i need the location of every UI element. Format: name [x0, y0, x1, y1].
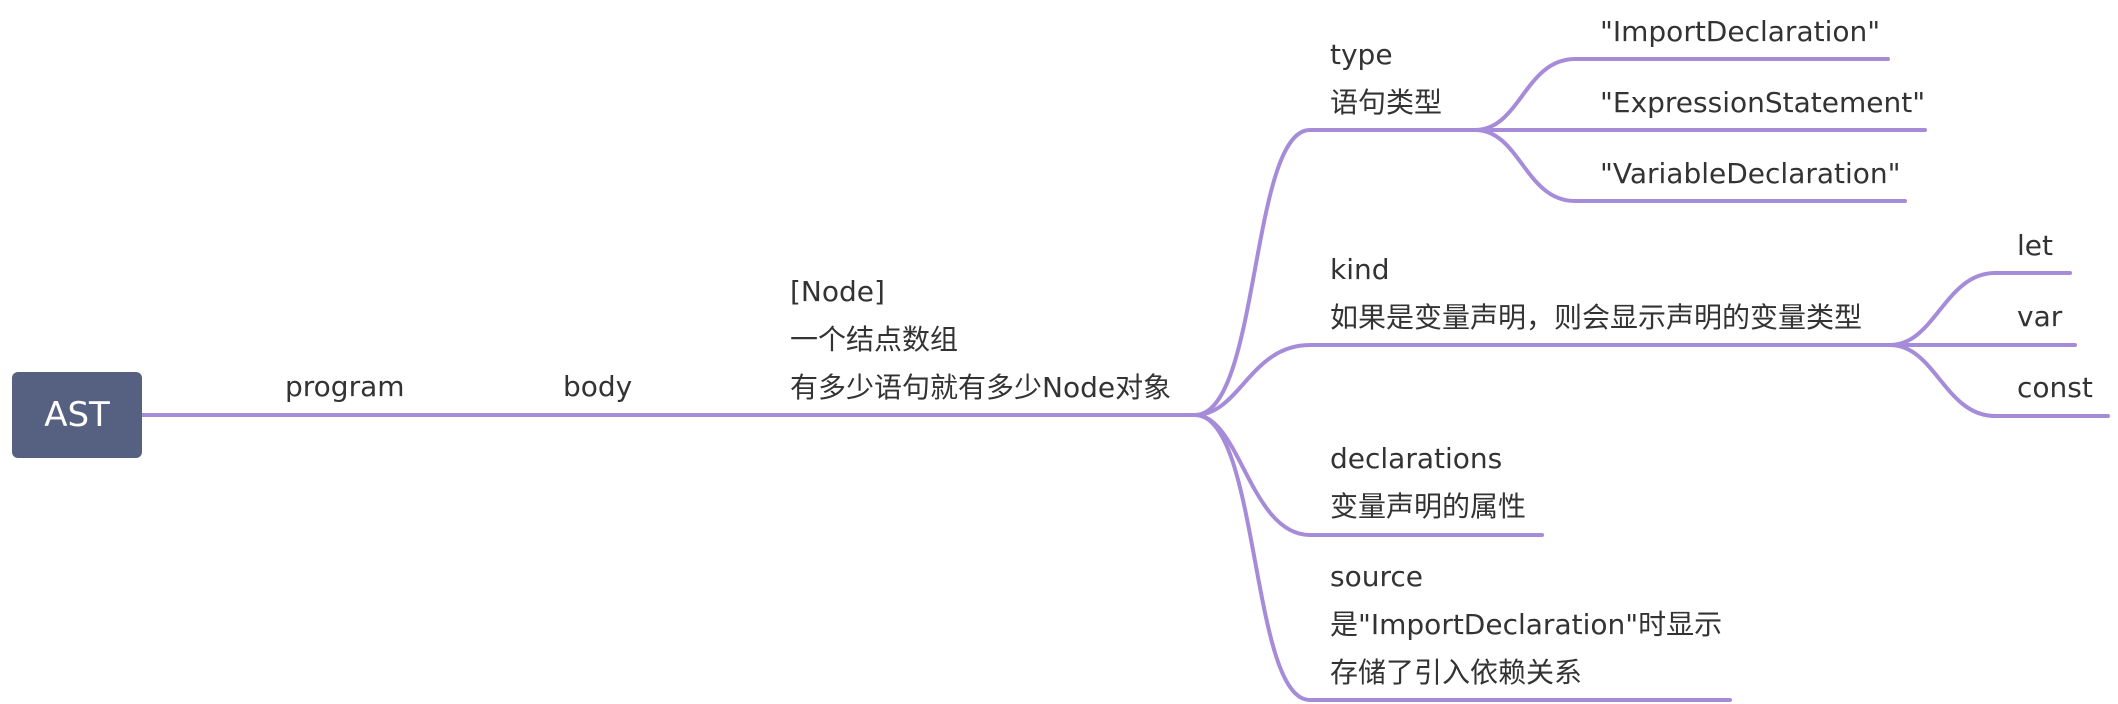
- node-program[interactable]: program: [285, 363, 405, 411]
- connector-type-variable: [1473, 128, 1907, 203]
- root-node-ast[interactable]: AST: [12, 372, 142, 458]
- node-body-label: body: [563, 370, 633, 403]
- connector-source: [1193, 413, 1732, 702]
- connector-type-import: [1473, 57, 1890, 132]
- connector-kind-const: [1888, 343, 2110, 418]
- root-node-label: AST: [44, 395, 110, 435]
- node-kind-value-label: var: [2017, 300, 2063, 333]
- node-type[interactable]: type 语句类型: [1330, 31, 1442, 127]
- node-declarations[interactable]: declarations 变量声明的属性: [1330, 435, 1526, 531]
- node-program-label: program: [285, 370, 405, 403]
- node-type-value-label: "ImportDeclaration": [1600, 15, 1881, 48]
- node-array-line-3: 有多少语句就有多少Node对象: [790, 371, 1172, 404]
- node-kind-value-label: let: [2017, 229, 2053, 262]
- node-kind[interactable]: kind 如果是变量声明，则会显示声明的变量类型: [1330, 246, 1862, 342]
- node-type-line-2: 语句类型: [1330, 86, 1443, 119]
- node-kind-value-label: const: [2017, 371, 2093, 404]
- node-source-line-3: 存储了引入依赖关系: [1330, 656, 1583, 689]
- node-source-line-2: 是"ImportDeclaration"时显示: [1330, 608, 1723, 641]
- node-node-array[interactable]: [Node] 一个结点数组 有多少语句就有多少Node对象: [790, 268, 1171, 412]
- node-type-value-variable[interactable]: "VariableDeclaration": [1600, 150, 1901, 198]
- node-declarations-line-2: 变量声明的属性: [1330, 490, 1527, 523]
- connector-kind: [1193, 343, 1892, 417]
- connector-kind-let: [1888, 271, 2072, 347]
- node-kind-value-const[interactable]: const: [2017, 364, 2093, 412]
- connector-type: [1193, 128, 1477, 417]
- node-array-line-2: 一个结点数组: [790, 323, 959, 356]
- node-source-line-1: source: [1330, 560, 1423, 593]
- node-body[interactable]: body: [563, 363, 632, 411]
- node-type-line-1: type: [1330, 38, 1393, 71]
- node-kind-value-let[interactable]: let: [2017, 222, 2053, 270]
- node-type-value-import[interactable]: "ImportDeclaration": [1600, 8, 1880, 56]
- node-source[interactable]: source 是"ImportDeclaration"时显示 存储了引入依赖关系: [1330, 553, 1722, 697]
- node-kind-line-1: kind: [1330, 253, 1390, 286]
- node-array-line-1: [Node]: [790, 275, 885, 308]
- node-kind-line-2: 如果是变量声明，则会显示声明的变量类型: [1330, 301, 1863, 334]
- node-kind-value-var[interactable]: var: [2017, 293, 2062, 341]
- node-type-value-label: "VariableDeclaration": [1600, 157, 1901, 190]
- node-declarations-line-1: declarations: [1330, 442, 1503, 475]
- node-type-value-expression[interactable]: "ExpressionStatement": [1600, 79, 1925, 127]
- node-type-value-label: "ExpressionStatement": [1600, 86, 1926, 119]
